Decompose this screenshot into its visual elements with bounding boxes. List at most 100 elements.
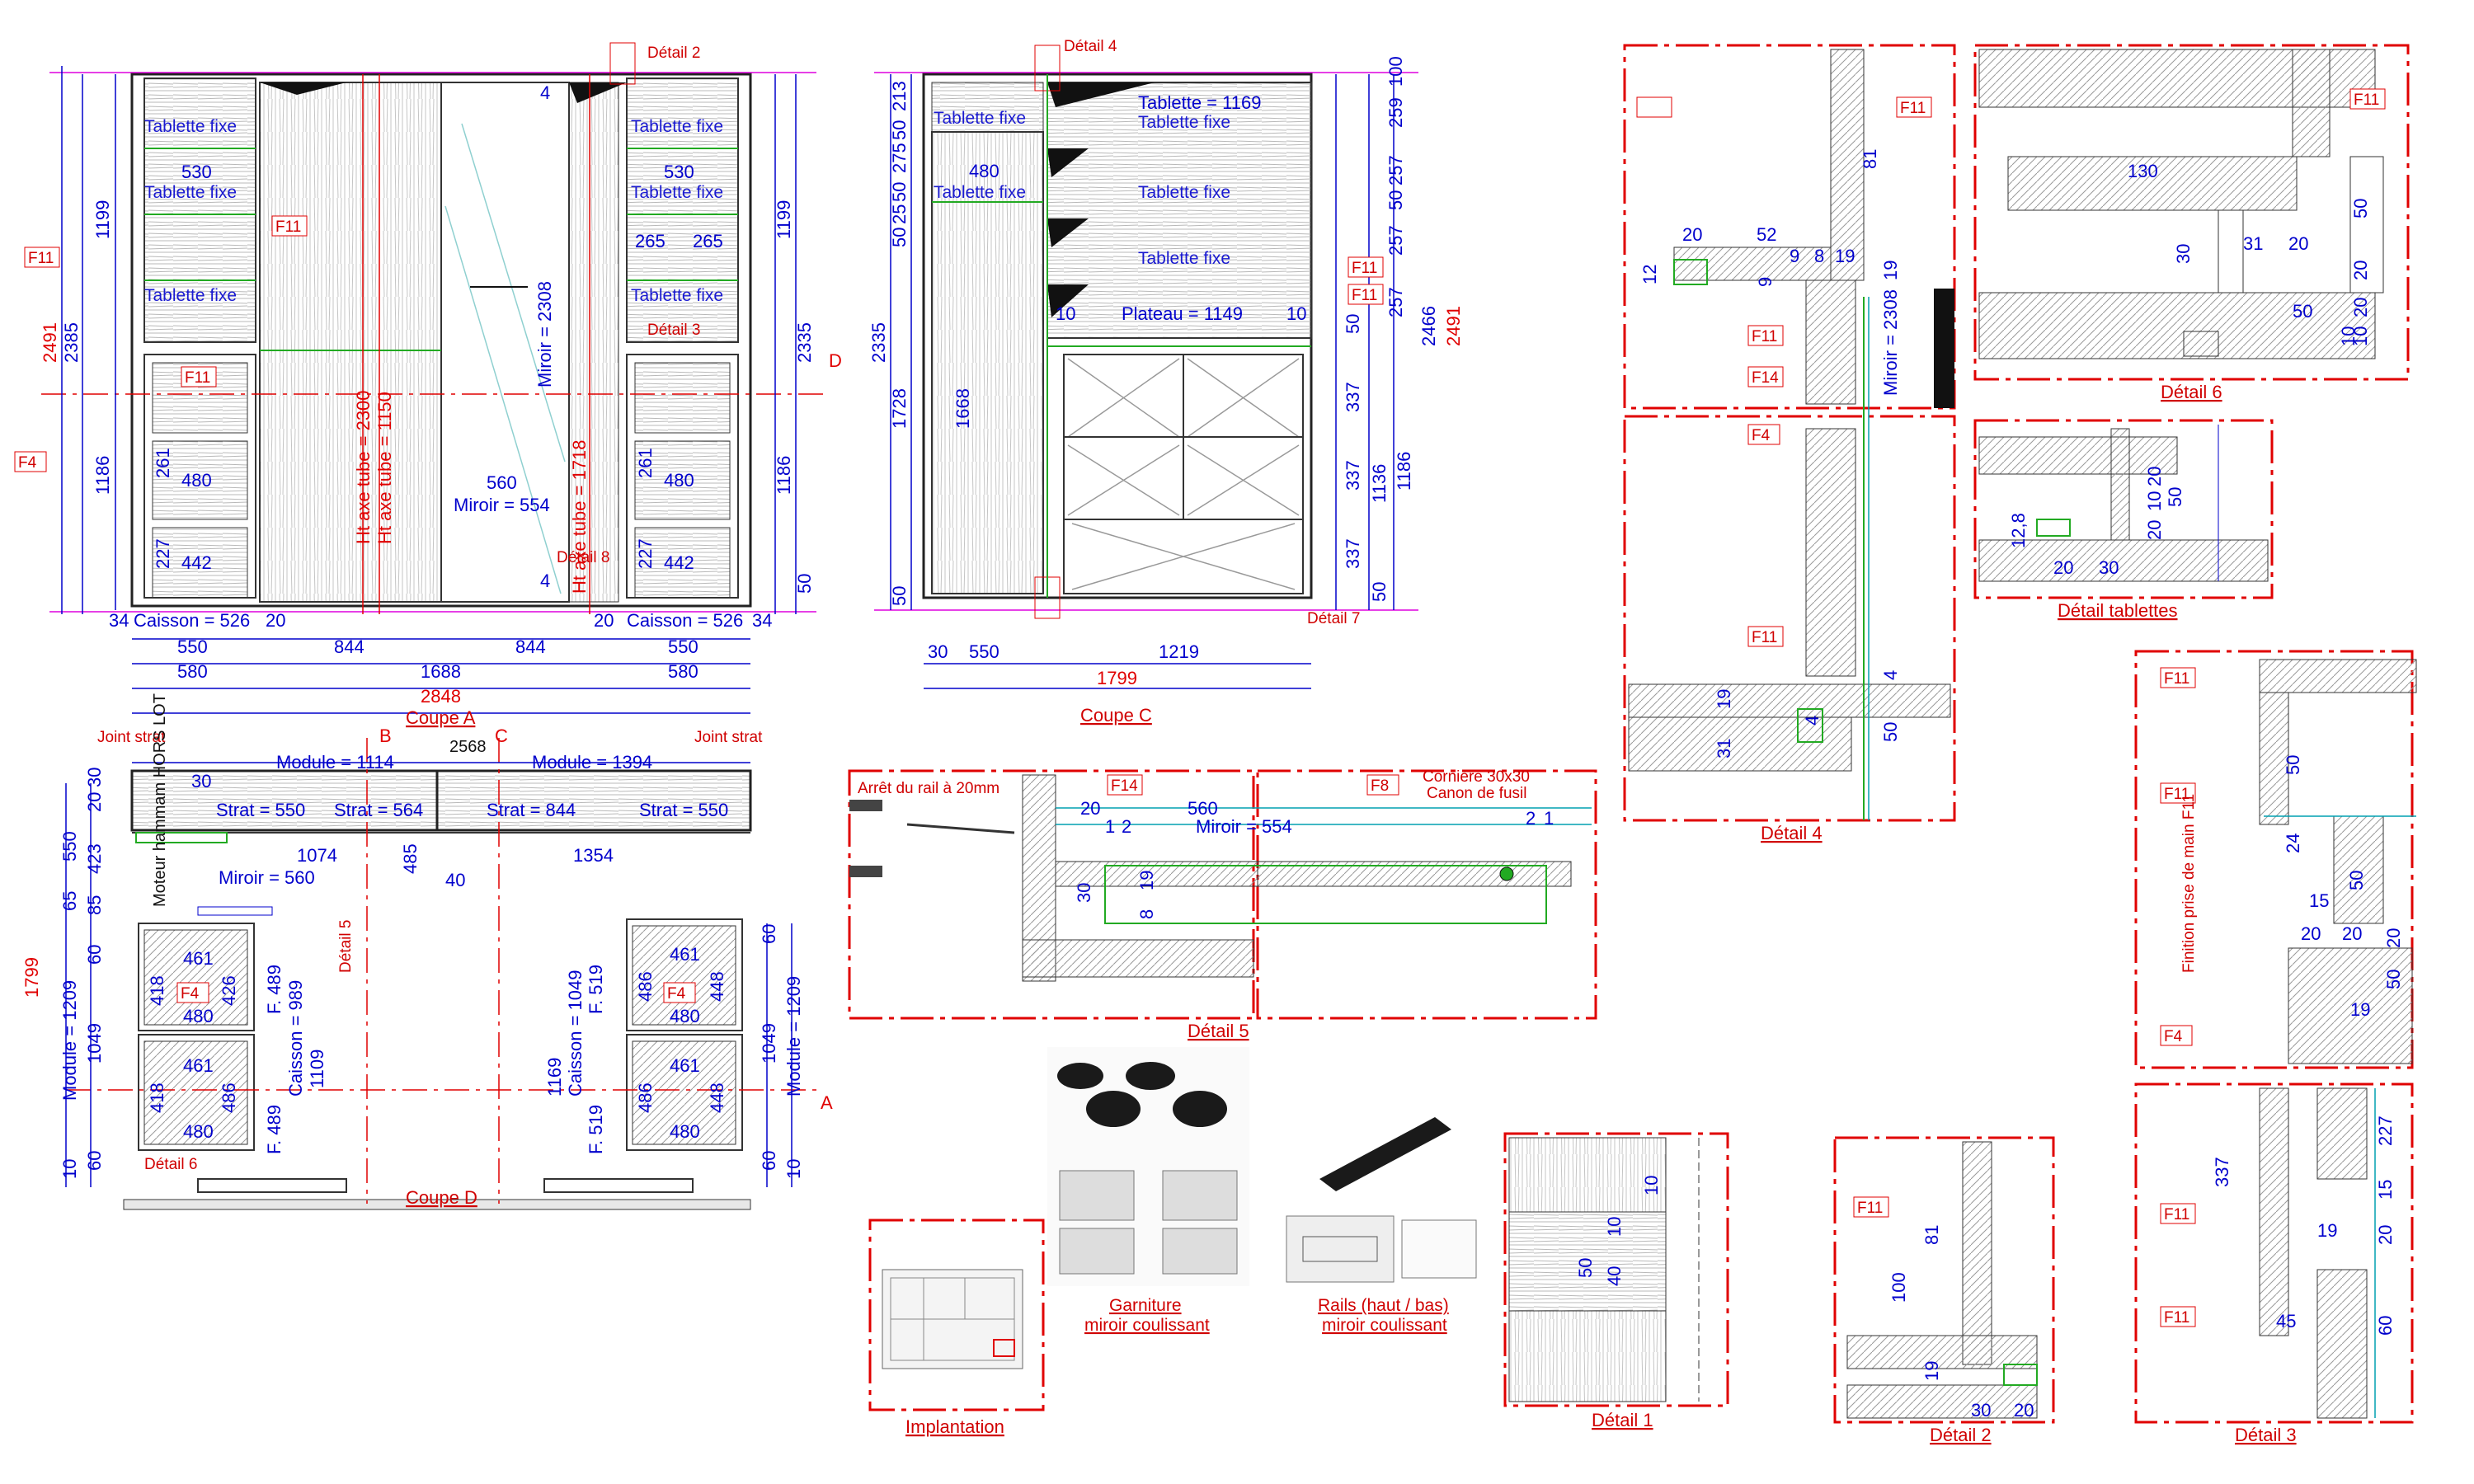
detail-5-dim-8: 8 [1136,909,1157,919]
coupe-d-l1-426: 426 [219,975,239,1006]
coupe-c-bottom-1799: 1799 [1097,668,1137,688]
coupe-c-left-275: 275 [889,143,910,173]
coupe-c-tablette-fixe-2: Tablette fixe [934,183,1026,202]
coupe-a-right-2335: 2335 [794,322,815,363]
coupe-a-bottom-580-r: 580 [668,661,698,682]
coupe-d-dim-2568: 2568 [449,738,487,756]
detail-4-miroir-2308: Miroir = 2308 [1880,289,1901,396]
coupe-c-right-2466: 2466 [1418,306,1439,346]
detail-3-tag-f11-b: F11 [2164,786,2189,803]
detail-5-dim-2: 2 [1122,816,1131,837]
detail-2-dim-20: 20 [2014,1400,2034,1421]
detail-4-caption: Détail 4 [1761,823,1823,843]
coupe-c-left-50a: 50 [889,120,910,140]
coupe-a-tablette-1: Tablette fixe [144,117,237,136]
detail-1-caption: Détail 1 [1592,1410,1653,1430]
coupe-d-view: Joint strat Joint strat B C 2568 Module … [21,693,833,1210]
coupe-a-tablette-3: Tablette fixe [144,286,237,305]
coupe-d-module-1114: Module = 1114 [276,752,394,773]
coupe-d-right-10: 10 [783,1159,804,1179]
detail-6-tag-f11: F11 [2354,92,2379,109]
coupe-c-tablette-fixe-1: Tablette fixe [934,109,1026,128]
coupe-c-tablette-fixe-3: Tablette fixe [1138,113,1230,132]
detail-4-dim-9b: 9 [1755,277,1776,287]
coupe-a-miroir-554: Miroir = 554 [454,495,550,515]
coupe-a-left-1186: 1186 [92,456,113,495]
coupe-d-f489-a: F. 489 [264,965,285,1014]
coupe-a-right-50: 50 [794,574,815,594]
detail-4-dim-4: 4 [1880,670,1901,680]
detail-3-tag-f4: F4 [2164,1028,2183,1045]
detail-4-dim-31: 31 [1714,739,1734,758]
coupe-d-detail-5-ref: Détail 5 [337,920,355,973]
coupe-a-dim-265-b: 265 [693,231,723,251]
coupe-d-l2-480: 480 [183,1121,214,1142]
coupe-d-section-c: C [495,726,508,746]
detail-3-dim-45: 45 [2276,1311,2296,1331]
coupe-d-left-30: 30 [84,768,105,787]
detail-2-dim-81: 81 [1921,1225,1942,1245]
coupe-c-right-337b: 337 [1343,460,1363,491]
coupe-a-left-1199: 1199 [92,200,113,239]
detail-6-dim-30: 30 [2173,244,2194,264]
detail-3-tag-f11-c: F11 [2164,1206,2189,1223]
detail-2-dim-100: 100 [1888,1272,1909,1303]
detail-4-tag-f4: F4 [1752,427,1771,444]
coupe-d-r1-486: 486 [635,971,656,1002]
detail-6-caption: Détail 6 [2161,382,2222,402]
coupe-d-section-a: A [821,1092,833,1113]
coupe-d-f489-b: F. 489 [264,1105,285,1154]
coupe-c-plateau-1149: Plateau = 1149 [1122,303,1243,324]
detail-4-dim-9: 9 [1790,246,1799,266]
detail-tablettes-dim-30: 30 [2099,557,2119,578]
coupe-a-dim-442-r: 442 [664,552,694,573]
coupe-a-bottom-844-r: 844 [515,636,546,657]
coupe-a-bottom-20-r: 20 [594,610,614,631]
coupe-d-miroir-560: Miroir = 560 [219,867,315,888]
coupe-d-left-65: 65 [59,891,80,911]
coupe-d-right-60: 60 [759,924,779,944]
coupe-c-detail-7-ref: Détail 7 [1307,610,1360,627]
detail-1-dim-10b: 10 [1604,1217,1625,1237]
coupe-d-r2-486: 486 [635,1082,656,1113]
implantation-view: Implantation [868,1219,1045,1437]
coupe-d-caption: Coupe D [406,1187,477,1208]
coupe-c-left-2335: 2335 [868,322,889,363]
detail-tablettes-caption: Détail tablettes [2058,600,2178,621]
detail-5-dim-560: 560 [1188,798,1218,819]
detail-6-dim-10a: 10 [2350,326,2371,346]
coupe-d-l2-486: 486 [219,1082,239,1113]
detail-1-dim-10a: 10 [1641,1176,1662,1195]
detail-6-dim-10b: 10 [2338,326,2359,346]
coupe-d-detail-6-ref: Détail 6 [144,1156,197,1173]
coupe-a-bottom-caisson-r: Caisson = 526 [627,610,743,631]
detail-6-dim-31: 31 [2243,233,2263,254]
implantation-caption: Implantation [905,1416,1004,1437]
coupe-d-moteur-hammam: Moteur hammam HORS LOT [151,693,169,907]
coupe-d-r1-480: 480 [670,1006,700,1026]
coupe-d-left-85: 85 [84,895,105,915]
detail-3-tag-f11-d: F11 [2164,1309,2189,1327]
coupe-d-l1-480: 480 [183,1006,214,1026]
coupe-d-left-60b: 60 [84,1151,105,1171]
detail-6-dim-20b: 20 [2350,261,2371,280]
coupe-a-view: Tablette fixe Tablette fixe Tablette fix… [14,42,842,728]
coupe-a-bottom-2848: 2848 [421,686,461,707]
coupe-d-left-423: 423 [84,843,105,874]
detail-2-view: F11 81 100 19 30 20 Détail 2 [1833,1136,2055,1445]
coupe-a-miroir-2308: Miroir = 2308 [534,281,555,387]
coupe-c-dim-480: 480 [969,161,999,181]
detail-3-dim-15a: 15 [2309,890,2329,911]
coupe-d-f519-a: F. 519 [586,965,606,1014]
detail-tablettes-dim-20b: 20 [2144,467,2165,486]
detail-5-corniere: Cornière 30x30 [1423,768,1530,786]
coupe-c-right-257c: 257 [1385,287,1406,317]
detail-3-dim-50c: 50 [2383,970,2404,989]
coupe-a-caption: Coupe A [406,707,476,728]
coupe-a-ht-axe-1718: Ht axe tube = 1718 [569,439,590,594]
coupe-d-joint-strat-l: Joint strat [97,729,166,746]
detail-3-dim-19a: 19 [2350,999,2370,1020]
coupe-a-detail-3-ref: Détail 3 [647,322,700,339]
detail-2-dim-30: 30 [1971,1400,1991,1421]
coupe-a-bottom-caisson-l: Caisson = 526 [134,610,250,631]
